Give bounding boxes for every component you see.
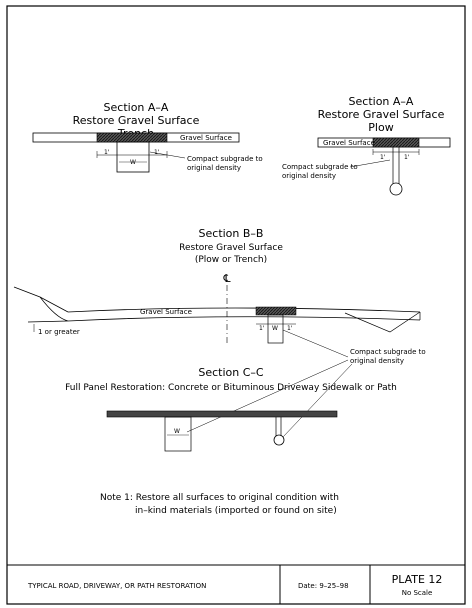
cc-trench-box <box>164 416 192 452</box>
bb-variant: (Plow or Trench) <box>195 255 267 265</box>
trench-surface-label: Gravel Surface <box>180 134 232 142</box>
plow-dim-left: 1' <box>380 154 386 161</box>
road-left-slope <box>13 286 69 313</box>
note-line2: in–kind materials (imported or found on … <box>135 506 337 516</box>
trench-note-line1: Compact subgrade to <box>187 155 263 163</box>
cc-title: Section C–C <box>198 366 264 379</box>
trench-restored-hatch <box>96 132 168 143</box>
trench-title: Section A–A <box>104 101 169 114</box>
trench-subtitle: Restore Gravel Surface <box>73 114 200 127</box>
bb-surface-label: Gravel Surface <box>140 308 192 316</box>
plow-title: Section A–A <box>349 95 414 108</box>
trench-dim-left: 1' <box>104 149 110 156</box>
tb-date: Date: 9–25–98 <box>298 582 349 590</box>
section-aa-trench: Section A–A Restore Gravel Surface Trenc… <box>32 101 263 173</box>
trench-note-leader <box>149 151 186 159</box>
bb-dim-left: 1' <box>259 325 265 332</box>
plow-surface-label: Gravel Surface <box>323 139 375 147</box>
bb-note-line2: original density <box>350 357 404 365</box>
road-surface-bottom <box>67 316 421 322</box>
cc-plow-ball <box>273 434 285 446</box>
section-aa-plow: Section A–A Restore Gravel Surface Plow … <box>282 95 451 196</box>
bb-trench-box <box>267 314 284 344</box>
cc-subtitle: Full Panel Restoration: Concrete or Bitu… <box>65 383 397 393</box>
plow-variant: Plow <box>368 121 393 134</box>
title-block: TYPICAL ROAD, DRIVEWAY, OR PATH RESTORAT… <box>7 564 465 604</box>
bb-dim-w: W <box>272 325 278 332</box>
general-note: Note 1: Restore all surfaces to original… <box>100 493 339 516</box>
note-line1: Note 1: Restore all surfaces to original… <box>100 493 339 503</box>
bb-note-line1: Compact subgrade to <box>350 348 426 356</box>
road-surface-top <box>67 307 421 313</box>
section-cc: Section C–C Full Panel Restoration: Conc… <box>65 366 397 452</box>
bb-subtitle: Restore Gravel Surface <box>179 243 283 253</box>
plow-note-line1: Compact subgrade to <box>282 163 358 171</box>
plow-note-line2: original density <box>282 172 336 180</box>
plow-pipe-ball <box>389 182 403 196</box>
cc-slab <box>106 410 338 418</box>
plow-note-leader <box>349 159 391 168</box>
leader-to-cc-plow <box>282 363 353 438</box>
trench-dim-right: 1' <box>154 149 160 156</box>
centerline-symbol: ℄ <box>222 272 230 285</box>
tb-plate: PLATE 12 <box>392 573 443 586</box>
section-bb: Section B–B Restore Gravel Surface (Plow… <box>13 227 426 365</box>
cc-dim-w: W <box>174 428 180 435</box>
leader-to-cc-trench <box>186 359 349 433</box>
bb-slope-label: 1 or greater <box>38 328 80 336</box>
trench-box <box>116 141 150 173</box>
plow-subtitle: Restore Gravel Surface <box>318 108 445 121</box>
trench-note-line2: original density <box>187 164 241 172</box>
bb-restored-hatch <box>255 306 297 316</box>
plow-dim-right: 1' <box>404 154 410 161</box>
sheet-border <box>6 5 466 605</box>
leader-to-bb <box>282 329 349 358</box>
bb-title: Section B–B <box>199 227 264 240</box>
road-ditch-left <box>27 296 69 323</box>
bb-dim-right: 1' <box>287 325 293 332</box>
tb-description: TYPICAL ROAD, DRIVEWAY, OR PATH RESTORAT… <box>27 582 206 590</box>
trench-dim-w: W <box>130 159 136 166</box>
plow-restored-hatch <box>372 137 420 148</box>
road-right-ditch <box>344 311 421 333</box>
tb-scale: No Scale <box>402 589 433 597</box>
